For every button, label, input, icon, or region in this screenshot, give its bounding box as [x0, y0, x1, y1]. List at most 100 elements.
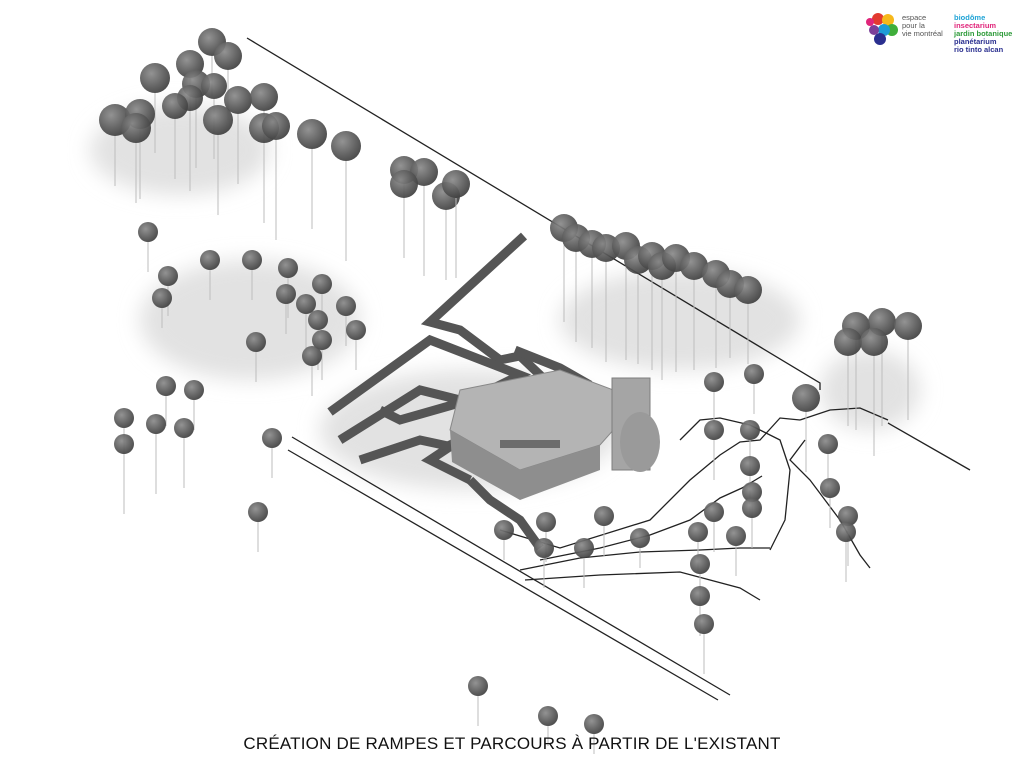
tree [162, 93, 188, 179]
tree [704, 502, 724, 552]
tree [680, 252, 708, 370]
tree-crown [152, 288, 172, 308]
tree-crown [740, 420, 760, 440]
tree [468, 676, 488, 726]
tree-crown [734, 276, 762, 304]
tree-crown [494, 520, 514, 540]
logo-dot-yellow [882, 14, 894, 26]
tree [184, 380, 204, 430]
diagram-caption: CRÉATION DE RAMPES ET PARCOURS À PARTIR … [243, 734, 781, 753]
tree [584, 714, 604, 754]
tree [248, 502, 268, 552]
tree-crown [296, 294, 316, 314]
tree [860, 328, 888, 456]
tree [114, 434, 134, 514]
tree-crown [894, 312, 922, 340]
tree [390, 170, 418, 258]
tree [246, 332, 266, 382]
tree [174, 418, 194, 488]
tree-crown [704, 502, 724, 522]
tree-crown [584, 714, 604, 734]
tree [538, 706, 558, 746]
brand-jardin-botanique: jardin botanique [954, 29, 1013, 38]
tree [336, 296, 356, 346]
tree-crown [331, 131, 361, 161]
tree-crown [680, 252, 708, 280]
tree [836, 522, 856, 582]
tree-crown [276, 284, 296, 304]
logo-dot-purple [869, 25, 879, 35]
trail-line-3 [519, 547, 770, 571]
tree-crown [248, 502, 268, 522]
tree-crown [156, 376, 176, 396]
tree [792, 384, 820, 472]
tree-crown [278, 258, 298, 278]
tree-crown [250, 83, 278, 111]
tree-crown [121, 113, 151, 143]
tree [726, 526, 746, 576]
tree-crown [262, 428, 282, 448]
tree [152, 288, 172, 328]
tree-crown [114, 434, 134, 454]
tree [156, 376, 176, 426]
tree-crown [336, 296, 356, 316]
tree [594, 506, 614, 556]
tree [704, 420, 724, 480]
tree-crown [138, 222, 158, 242]
tree [312, 330, 332, 380]
tree [200, 250, 220, 300]
tree-crown [214, 42, 242, 70]
building-tower-curve [620, 412, 660, 472]
tree-crown [688, 522, 708, 542]
tree-crown [742, 482, 762, 502]
tree-crown [742, 498, 762, 518]
tree-crown [834, 328, 862, 356]
tree-crown [174, 418, 194, 438]
tree-crown [818, 434, 838, 454]
logo-dot-blue [878, 24, 890, 36]
tree-crown [704, 372, 724, 392]
tree-crown [200, 250, 220, 270]
tree-crown [203, 105, 233, 135]
tree [742, 498, 762, 548]
espace-pour-la-vie-logo: espace pour la vie montréal biodôme inse… [864, 10, 1018, 56]
tree [146, 414, 166, 494]
trail-line-4 [524, 571, 761, 601]
brand-planetarium: planétarium [954, 37, 997, 46]
tree [630, 528, 650, 568]
tree [121, 113, 151, 203]
tree-crown [312, 274, 332, 294]
tree-crown [740, 456, 760, 476]
tree [534, 538, 554, 588]
logo-line-3: vie montréal [902, 29, 943, 38]
logo-line-2: pour la [902, 21, 925, 30]
tree-crown [744, 364, 764, 384]
tree [820, 478, 840, 528]
logo-dot-navy [874, 33, 886, 45]
tree-crown [162, 93, 188, 119]
tree [276, 284, 296, 334]
tree [296, 294, 316, 354]
tree-crown [838, 506, 858, 526]
tree-crown [262, 112, 290, 140]
tree-crown [114, 408, 134, 428]
tree-crown [312, 330, 332, 350]
tree [302, 346, 322, 396]
tree-crown [860, 328, 888, 356]
tree [704, 372, 724, 422]
trail-line-6 [789, 439, 871, 569]
tree [734, 276, 762, 364]
north-boundary-line [246, 37, 821, 390]
tree [346, 320, 366, 370]
tree-crown [836, 522, 856, 542]
tree [138, 222, 158, 272]
tree-crown [184, 380, 204, 400]
tree-crown [538, 706, 558, 726]
tree-crown [140, 63, 170, 93]
tree [894, 312, 922, 420]
tree-crown [242, 250, 262, 270]
tree-crown [630, 528, 650, 548]
site-lines [246, 37, 971, 701]
tree-crown [726, 526, 746, 546]
